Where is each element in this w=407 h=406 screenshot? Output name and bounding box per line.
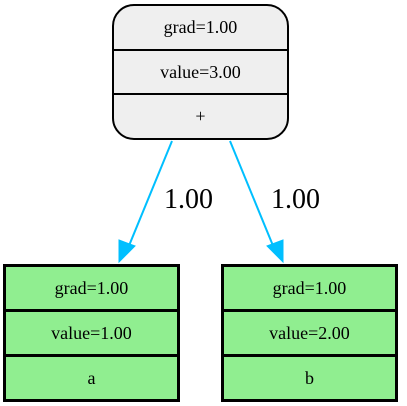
root-node: grad=1.00 value=3.00 + — [112, 4, 289, 140]
node-b-grad: grad=1.00 — [272, 277, 347, 298]
node-b-value: value=2.00 — [224, 309, 395, 354]
leaf-node-a: grad=1.00 value=1.00 a — [3, 264, 180, 402]
root-grad: grad=1.00 — [163, 16, 238, 37]
node-a-value: value=1.00 — [6, 309, 177, 354]
edge-root-to-b-arrowhead — [266, 239, 284, 264]
edge-root-to-b — [229, 140, 277, 254]
edge-root-to-a-arrowhead — [118, 239, 136, 264]
leaf-node-b: grad=1.00 value=2.00 b — [221, 264, 398, 402]
edge-label-a: 1.00 — [164, 184, 213, 215]
node-b-label: b — [224, 354, 395, 399]
edge-root-to-a — [125, 140, 173, 254]
edge-label-b: 1.00 — [271, 184, 320, 215]
root-value: value=3.00 — [114, 48, 287, 94]
root-operator: + — [114, 93, 287, 138]
node-a-grad: grad=1.00 — [54, 277, 129, 298]
node-a-label: a — [6, 354, 177, 399]
